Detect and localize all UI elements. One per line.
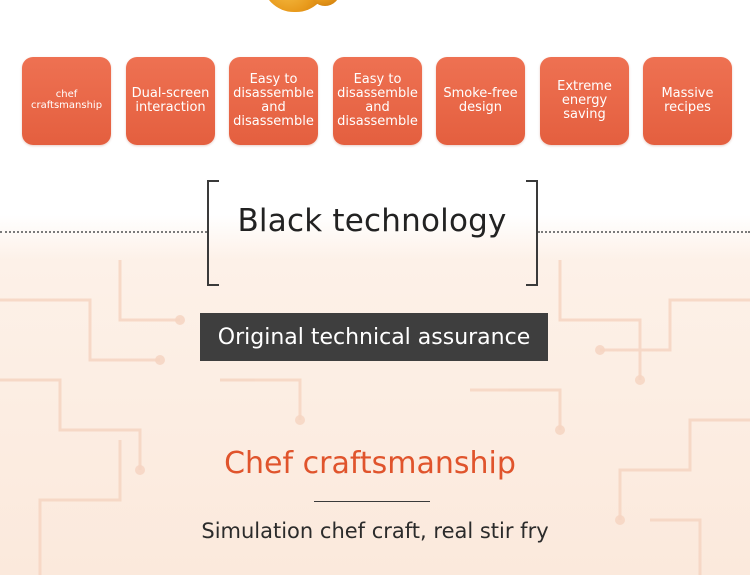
chef-subheading: Simulation chef craft, real stir fry: [201, 519, 549, 543]
feature-tile-line: Massive: [661, 85, 714, 101]
feature-tile-line: Extreme: [557, 78, 612, 94]
feature-tile-line: craftsmanship: [30, 100, 103, 111]
feature-tile-line: disassemble: [337, 114, 418, 130]
dotted-divider-right: [538, 231, 750, 233]
feature-tile-line: and: [261, 100, 286, 115]
assurance-badge: Original technical assurance: [200, 313, 548, 361]
feature-tile-line: Smoke-free: [443, 85, 518, 101]
section-title: Black technology: [237, 203, 507, 239]
feature-tile-line: Dual-screen: [131, 85, 210, 101]
feature-tile-line: disassemble: [233, 85, 314, 101]
title-bracket-right: [526, 180, 538, 286]
feature-tile-line: chef: [55, 89, 78, 101]
title-bracket-left: [207, 180, 219, 286]
dotted-divider-left: [0, 231, 207, 233]
feature-tile-line: energy: [561, 92, 608, 108]
feature-tile-line: Easy to: [249, 71, 298, 87]
heading-underline: [314, 501, 430, 502]
feature-tile-line: interaction: [135, 100, 206, 115]
feature-tile-line: and: [365, 100, 390, 115]
feature-tile-line: disassemble: [233, 114, 314, 130]
feature-tile-line: saving: [563, 107, 606, 123]
feature-tile-line: disassemble: [337, 85, 418, 101]
chef-heading: Chef craftsmanship: [224, 446, 516, 481]
product-edge-image: [310, 0, 340, 6]
feature-tile-line: Easy to: [353, 71, 402, 87]
feature-tile-line: recipes: [664, 100, 711, 115]
feature-tile-line: design: [458, 100, 503, 115]
